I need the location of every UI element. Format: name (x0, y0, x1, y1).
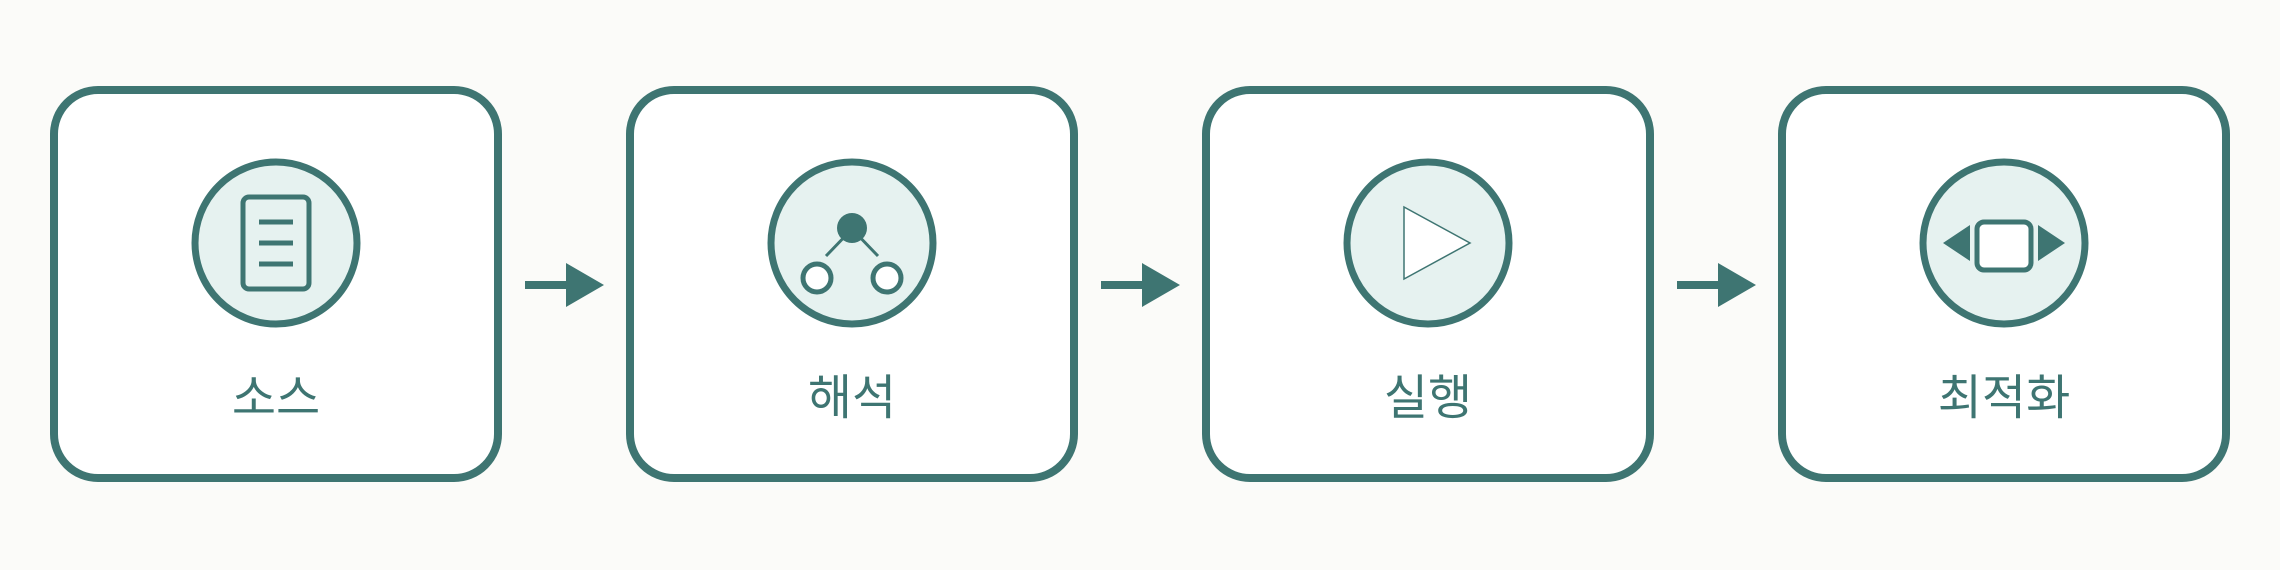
step-parse: 해석 (626, 86, 1078, 482)
play-icon (1403, 205, 1472, 281)
arrow-right-icon (1101, 263, 1180, 307)
document-icon (240, 194, 312, 292)
arrow-right-icon (1677, 263, 1756, 307)
step-label: 최적화 (1938, 370, 2070, 426)
step-source: 소스 (50, 86, 502, 482)
step-execute: 실행 (1202, 86, 1654, 482)
tree-icon (800, 213, 904, 295)
step-label: 소스 (232, 370, 320, 426)
step-label: 실행 (1384, 370, 1472, 426)
arrow-right-icon (525, 263, 604, 307)
step-label: 해석 (808, 370, 896, 426)
expand-icon (1943, 219, 2065, 273)
step-optimize: 최적화 (1778, 86, 2230, 482)
